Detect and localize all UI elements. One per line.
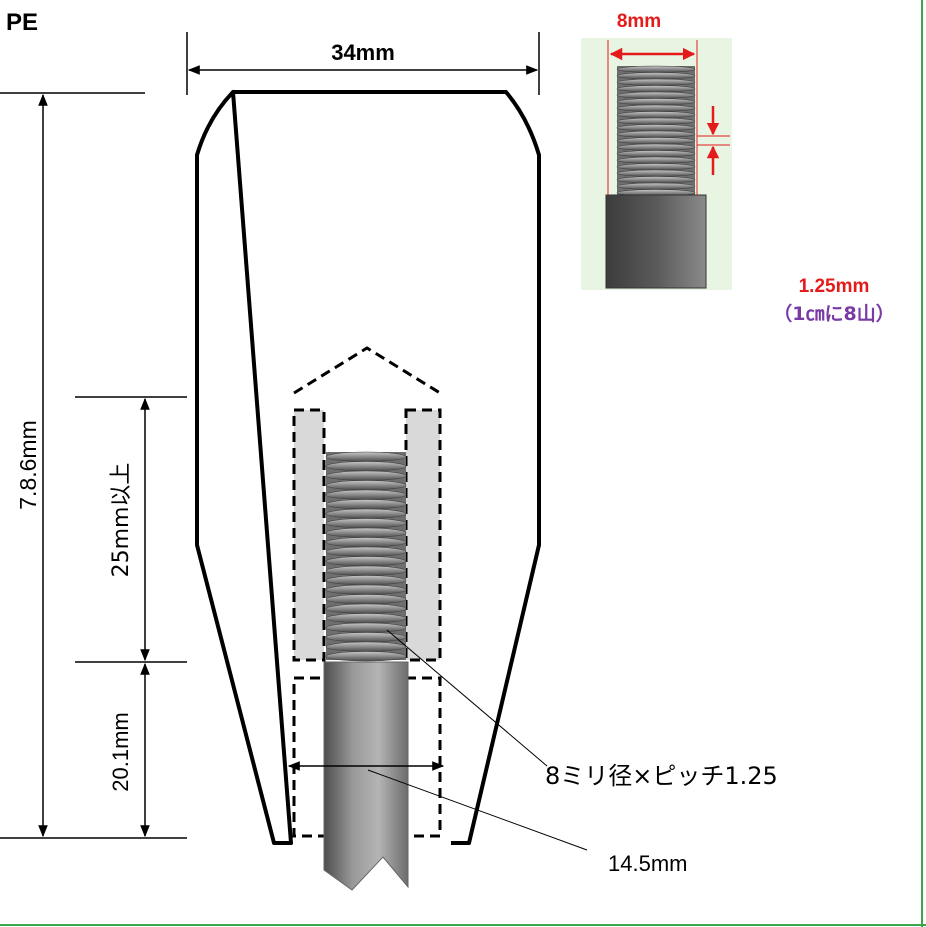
thread-ridge bbox=[616, 98, 696, 106]
thread-ridge bbox=[616, 163, 696, 171]
inset-diameter-label: 8mm bbox=[617, 11, 661, 32]
thread-ridge bbox=[325, 565, 407, 576]
thread-ridge bbox=[325, 527, 407, 538]
thread-ridge bbox=[616, 85, 696, 93]
thread-ridge bbox=[325, 451, 407, 462]
thread-ridge bbox=[325, 508, 407, 519]
thread-ridge bbox=[325, 575, 407, 586]
shaft-width-label: 14.5mm bbox=[608, 851, 687, 876]
knob-outline bbox=[195, 90, 541, 845]
inset-collar bbox=[605, 194, 707, 289]
thread-ridge bbox=[325, 489, 407, 500]
shaft-leader-line bbox=[367, 769, 588, 851]
thread-depth-label: 25mm以上 bbox=[109, 463, 134, 578]
thread-ridge bbox=[325, 480, 407, 491]
thread-ridge bbox=[325, 584, 407, 595]
thread-ridge bbox=[325, 641, 407, 652]
inset-pitch-label: 1.25mm bbox=[799, 276, 870, 297]
thread-leader-line bbox=[386, 629, 548, 767]
thread-ridge bbox=[616, 137, 696, 145]
inset-pitch-note: （1㎝に8山） bbox=[773, 302, 894, 325]
thread-ridge bbox=[325, 546, 407, 557]
thread-ridge bbox=[325, 651, 407, 662]
thread-ridge bbox=[325, 470, 407, 481]
thread-ridge bbox=[616, 72, 696, 80]
bore-tip-dashed bbox=[293, 346, 441, 395]
collar-height-label: 20.1mm bbox=[108, 712, 133, 791]
thread-ridge bbox=[616, 176, 696, 184]
thread-ridge bbox=[616, 143, 696, 151]
thread-ridge bbox=[616, 78, 696, 86]
thread-ridge bbox=[616, 150, 696, 158]
thread-ridge bbox=[616, 117, 696, 125]
thread-ridge bbox=[325, 632, 407, 643]
shift-rod bbox=[323, 661, 409, 891]
thread-ridge bbox=[616, 156, 696, 164]
thread-ridge bbox=[325, 499, 407, 510]
thread-rod bbox=[325, 451, 407, 662]
insert-wall-right bbox=[404, 408, 442, 662]
thread-ridge bbox=[616, 65, 696, 73]
width-label: 34mm bbox=[331, 40, 395, 65]
insert-wall-left bbox=[292, 408, 326, 662]
thread-ridge bbox=[325, 518, 407, 529]
thread-ridge bbox=[325, 603, 407, 614]
thread-ridge bbox=[616, 111, 696, 119]
thread-callout-label: 8ミリ径×ピッチ1.25 bbox=[545, 762, 778, 790]
material-label: PE bbox=[6, 9, 38, 36]
thread-ridge bbox=[325, 556, 407, 567]
thread-ridge bbox=[616, 182, 696, 190]
inset-thread bbox=[616, 65, 696, 197]
thread-ridge bbox=[616, 104, 696, 112]
thread-detail-inset bbox=[581, 38, 732, 290]
thread-ridge bbox=[325, 613, 407, 624]
thread-ridge bbox=[325, 537, 407, 548]
thread-ridge bbox=[325, 622, 407, 633]
thread-ridge bbox=[616, 91, 696, 99]
height-label: 7.8.6mm bbox=[15, 420, 41, 509]
thread-ridge bbox=[616, 130, 696, 138]
thread-ridge bbox=[616, 169, 696, 177]
thread-ridge bbox=[325, 461, 407, 472]
thread-ridge bbox=[325, 594, 407, 605]
thread-ridge bbox=[616, 124, 696, 132]
